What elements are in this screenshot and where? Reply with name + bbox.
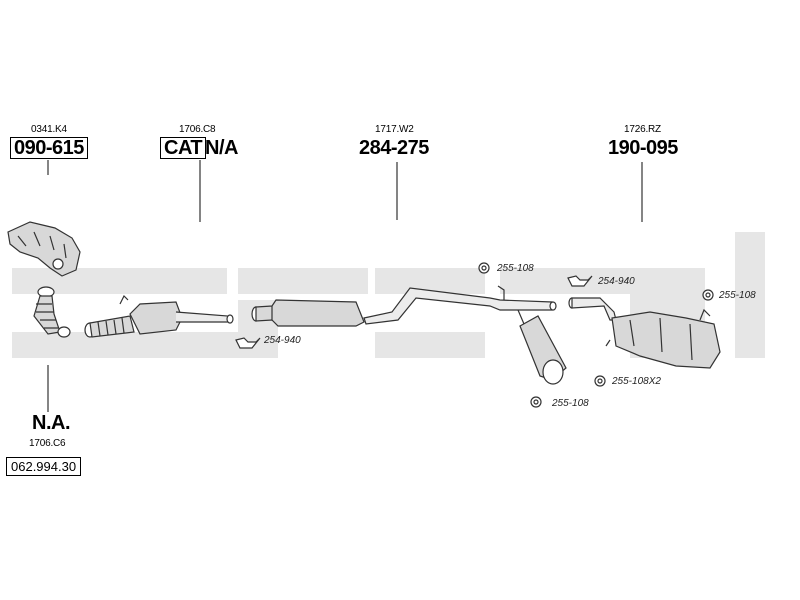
small-part-label: 255-108X2 [612,376,661,387]
group-code-2: 1706.C8 [179,124,216,135]
clamp-icon [478,262,490,274]
manifold-part [7,221,81,277]
small-part-label: 254-940 [264,335,301,346]
part-number-5: N.A. [32,412,71,434]
leader-lines [47,160,643,412]
part-number-3: 284-275 [359,137,429,159]
rear-silencer-part [568,297,721,369]
reference-number: 062.994.30 [6,457,82,476]
clamp-icon [702,289,714,301]
small-part-label: 255-108 [552,398,589,409]
group-code-5: 1706.C6 [29,438,66,449]
downpipe-part [33,286,71,338]
part-number-4: 190-095 [608,137,678,159]
cat-label: CAT [160,137,207,159]
clamp-icon [594,375,606,387]
catalyst-part [84,294,234,338]
small-part-label: 254-940 [598,276,635,287]
gasket-icon [567,275,593,287]
clamp-icon [530,396,542,408]
part-number-2: N/A [205,137,238,159]
small-part-label: 255-108 [497,263,534,274]
group-code-1: 0341.K4 [31,124,67,135]
group-code-3: 1717.W2 [375,124,414,135]
middle-silencer-part [251,285,567,385]
group-code-4: 1726.RZ [624,124,661,135]
part-number-1: 090-615 [10,137,88,159]
small-part-label: 255-108 [719,290,756,301]
gasket-icon [235,337,261,349]
